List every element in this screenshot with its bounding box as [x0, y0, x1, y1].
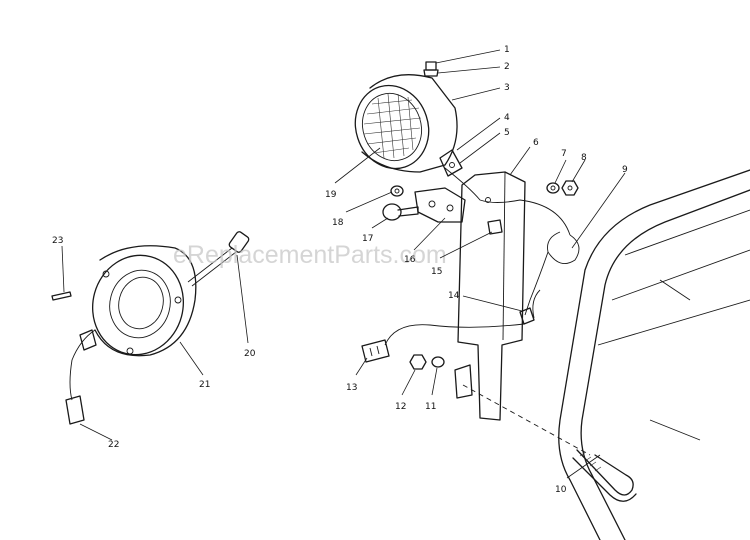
hood-outline [558, 169, 750, 540]
callout-10: 10 [555, 485, 567, 495]
u-bolt [462, 384, 637, 502]
callout-23: 23 [52, 236, 63, 246]
callout-6: 6 [533, 138, 539, 148]
mounting-bracket [454, 171, 526, 421]
callout-1: 1 [504, 45, 510, 55]
callout-22: 22 [108, 440, 119, 450]
callout-21: 21 [199, 380, 210, 390]
callout-14: 14 [448, 291, 460, 301]
round-work-light [51, 231, 250, 425]
callout-3: 3 [504, 83, 510, 93]
callout-17: 17 [362, 234, 373, 244]
leader-lines [61, 49, 626, 479]
watermark-text: eReplacementParts.com [173, 241, 447, 269]
callout-20: 20 [244, 349, 256, 359]
callout-8: 8 [581, 153, 587, 163]
callout-7: 7 [561, 149, 567, 159]
light-bracket-plate [382, 185, 503, 235]
callout-12: 12 [395, 402, 406, 412]
callout-9: 9 [622, 165, 628, 175]
callout-5: 5 [504, 128, 510, 138]
callout-labels: 1 2 3 4 5 6 7 8 9 10 11 12 13 14 15 16 1… [52, 45, 628, 495]
callout-15: 15 [431, 267, 442, 277]
callout-11: 11 [425, 402, 436, 412]
callout-18: 18 [332, 218, 344, 228]
fasteners [409, 180, 579, 370]
callout-4: 4 [504, 113, 510, 123]
callout-13: 13 [346, 383, 357, 393]
callout-16: 16 [404, 255, 416, 265]
callout-2: 2 [504, 62, 510, 72]
callout-19: 19 [325, 190, 337, 200]
wire-harness [361, 231, 580, 363]
headlight-assembly [354, 61, 571, 236]
